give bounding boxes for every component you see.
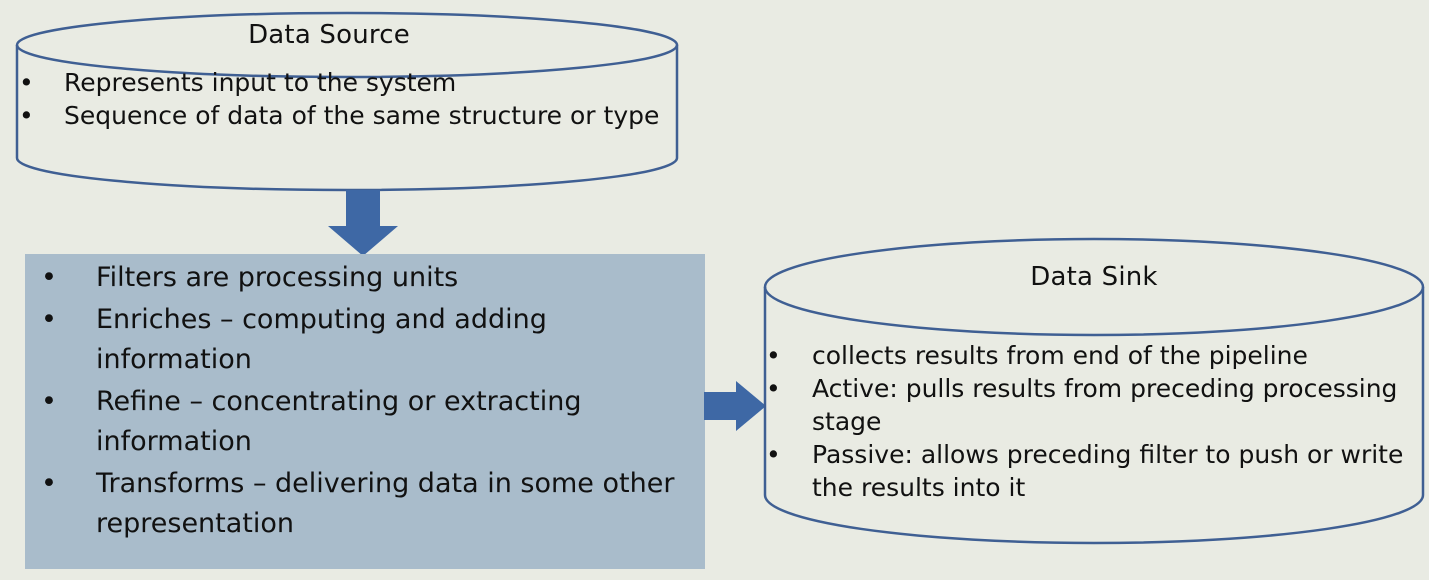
data-source-cylinder: [15, 11, 679, 192]
data-sink-bullet: • Active: pulls results from preceding p…: [766, 372, 1417, 438]
filter-bullet: • Refine – concentrating or extracting i…: [41, 382, 696, 462]
bullet-icon: •: [19, 68, 34, 97]
data-source-bullet-list: • Represents input to the system • Seque…: [19, 66, 674, 132]
data-sink-cylinder: [763, 237, 1425, 545]
bullet-icon: •: [766, 440, 781, 469]
filter-bullet: • Filters are processing units: [41, 258, 696, 298]
bullet-icon: •: [766, 341, 781, 370]
bullet-text: Enriches – computing and adding informat…: [96, 304, 547, 375]
bullet-icon: •: [766, 374, 781, 403]
data-source-title: Data Source: [248, 20, 410, 50]
bullet-icon: •: [19, 101, 34, 130]
bullet-text: Sequence of data of the same structure o…: [64, 101, 660, 130]
down-arrow-icon: [328, 190, 398, 256]
bullet-text: Passive: allows preceding filter to push…: [812, 440, 1404, 502]
right-arrow-icon: [704, 381, 766, 431]
bullet-text: Filters are processing units: [96, 262, 459, 293]
bullet-text: Active: pulls results from preceding pro…: [812, 374, 1398, 436]
bullet-text: collects results from end of the pipelin…: [812, 341, 1308, 370]
data-source-bullet: • Sequence of data of the same structure…: [19, 99, 674, 132]
filter-box: [25, 254, 705, 569]
filter-bullet: • Transforms – delivering data in some o…: [41, 464, 696, 544]
data-sink-bullet: • collects results from end of the pipel…: [766, 339, 1417, 372]
data-sink-bullet-list: • collects results from end of the pipel…: [766, 339, 1417, 504]
data-source-bullet: • Represents input to the system: [19, 66, 674, 99]
bullet-icon: •: [41, 262, 57, 293]
bullet-icon: •: [41, 304, 57, 335]
bullet-text: Represents input to the system: [64, 68, 457, 97]
filter-bullet-list: • Filters are processing units • Enriche…: [41, 258, 696, 546]
data-sink-title: Data Sink: [1030, 262, 1158, 292]
bullet-icon: •: [41, 386, 57, 417]
bullet-text: Transforms – delivering data in some oth…: [96, 468, 675, 539]
bullet-icon: •: [41, 468, 57, 499]
data-sink-bullet: • Passive: allows preceding filter to pu…: [766, 438, 1417, 504]
filter-bullet: • Enriches – computing and adding inform…: [41, 300, 696, 380]
bullet-text: Refine – concentrating or extracting inf…: [96, 386, 582, 457]
